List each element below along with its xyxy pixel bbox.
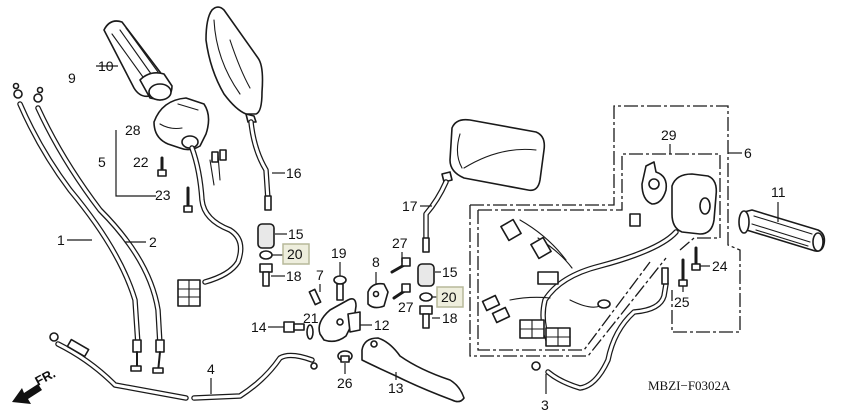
label-2: 2 — [149, 234, 157, 250]
washer-21-part[interactable] — [306, 324, 314, 340]
label-25: 25 — [674, 294, 690, 310]
adapter-18a-part[interactable] — [259, 263, 273, 287]
screw-25-part[interactable] — [678, 258, 688, 287]
label-14: 14 — [251, 319, 267, 335]
throttle-cable-1-part[interactable] — [12, 82, 142, 372]
label-15b: 15 — [442, 264, 458, 280]
callout-11: 11 — [771, 184, 786, 222]
clutch-cable-4-part[interactable] — [49, 332, 318, 401]
cable-3-part[interactable] — [531, 267, 669, 391]
label-18a: 18 — [286, 268, 302, 284]
diagram-code: MBZI−F0302A — [648, 378, 731, 393]
label-6: 6 — [744, 145, 752, 161]
callout-12: 12 — [360, 317, 390, 333]
nut-20b-part[interactable] — [419, 292, 433, 302]
clutch-lever-13-part[interactable] — [361, 337, 465, 403]
label-27a: 27 — [392, 235, 408, 251]
label-3: 3 — [541, 397, 549, 413]
label-20b: 20 — [441, 289, 457, 305]
nut-20a-part[interactable] — [259, 250, 273, 260]
right-switch-housing-part[interactable] — [629, 161, 718, 235]
callout-8: 8 — [372, 254, 380, 284]
adapter-18b-part[interactable] — [419, 305, 433, 329]
callout-16: 16 — [272, 165, 302, 181]
label-21: 21 — [303, 310, 319, 326]
nut-26-part[interactable] — [337, 350, 353, 363]
label-13: 13 — [388, 380, 404, 396]
label-26: 26 — [337, 375, 353, 391]
label-23: 23 — [155, 187, 171, 203]
holder-8-part[interactable] — [367, 282, 389, 309]
front-arrow-icon — [12, 384, 42, 404]
label-5: 5 — [98, 154, 106, 170]
label-8: 8 — [372, 254, 380, 270]
label-12: 12 — [374, 317, 390, 333]
bolt-27a-part[interactable] — [390, 257, 411, 274]
callout-15a-20a-18a: 15 20 18 — [271, 226, 310, 284]
mirror-cap-15a-part[interactable] — [257, 223, 275, 249]
screw-23-part[interactable] — [183, 186, 193, 213]
label-16: 16 — [286, 165, 302, 181]
callout-3: 3 — [541, 374, 549, 413]
label-24: 24 — [712, 258, 728, 274]
mirror-16-part[interactable] — [205, 6, 272, 211]
callout-13: 13 — [388, 372, 404, 396]
highlight-box-20a — [282, 243, 310, 265]
label-28: 28 — [125, 122, 141, 138]
callout-5-28-22-23: 28 5 22 23 — [98, 122, 171, 203]
callout-26: 26 — [337, 363, 353, 391]
wiring-harness-part[interactable] — [481, 218, 679, 347]
throttle-cable-2-part[interactable] — [33, 86, 165, 374]
label-17: 17 — [402, 198, 418, 214]
callout-14: 14 — [251, 319, 284, 335]
label-22: 22 — [133, 154, 149, 170]
assembly-29-boundary: 29 — [477, 127, 721, 351]
callout-15b-20b-18b: 15 20 18 — [432, 264, 464, 326]
label-20a: 20 — [287, 246, 303, 262]
throttle-grip-part[interactable] — [103, 20, 173, 101]
grip-11-part[interactable] — [738, 209, 826, 252]
label-11: 11 — [771, 184, 786, 200]
label-7: 7 — [316, 267, 324, 283]
callout-4: 4 — [207, 361, 215, 394]
pivot-bolt-19-part[interactable] — [333, 275, 347, 301]
assembly-6-boundary: 6 — [469, 105, 752, 357]
label-1: 1 — [57, 232, 65, 248]
screw-24-part[interactable] — [691, 246, 701, 271]
callout-24-25: 24 25 — [674, 258, 728, 310]
mirror-17-part[interactable] — [422, 118, 546, 253]
label-15a: 15 — [288, 226, 304, 242]
callout-27: 27 27 — [392, 235, 414, 315]
screw-22-part[interactable] — [157, 156, 167, 177]
label-27b: 27 — [398, 299, 414, 315]
label-9: 9 — [68, 70, 76, 86]
callout-7: 7 — [316, 267, 324, 292]
label-10: 10 — [98, 58, 114, 74]
callout-9-10: 10 9 — [68, 58, 118, 86]
highlight-box-20b — [436, 286, 464, 308]
callout-21: 21 — [303, 310, 319, 326]
callout-1-2: 1 2 — [57, 232, 157, 250]
bolt-27b-part[interactable] — [392, 283, 411, 300]
spring-7-part[interactable] — [308, 288, 322, 306]
lever-bracket-12-part[interactable] — [318, 298, 361, 343]
label-4: 4 — [207, 361, 215, 377]
left-switch-housing-part[interactable] — [153, 97, 244, 307]
mirror-cap-15b-part[interactable] — [417, 263, 435, 287]
adjuster-14-part[interactable] — [283, 321, 305, 333]
label-18b: 18 — [442, 310, 458, 326]
label-19: 19 — [331, 245, 347, 261]
label-29: 29 — [661, 127, 677, 143]
callout-19: 19 — [331, 245, 347, 276]
front-direction-indicator: FR. — [12, 366, 58, 404]
callout-17: 17 — [402, 198, 432, 214]
